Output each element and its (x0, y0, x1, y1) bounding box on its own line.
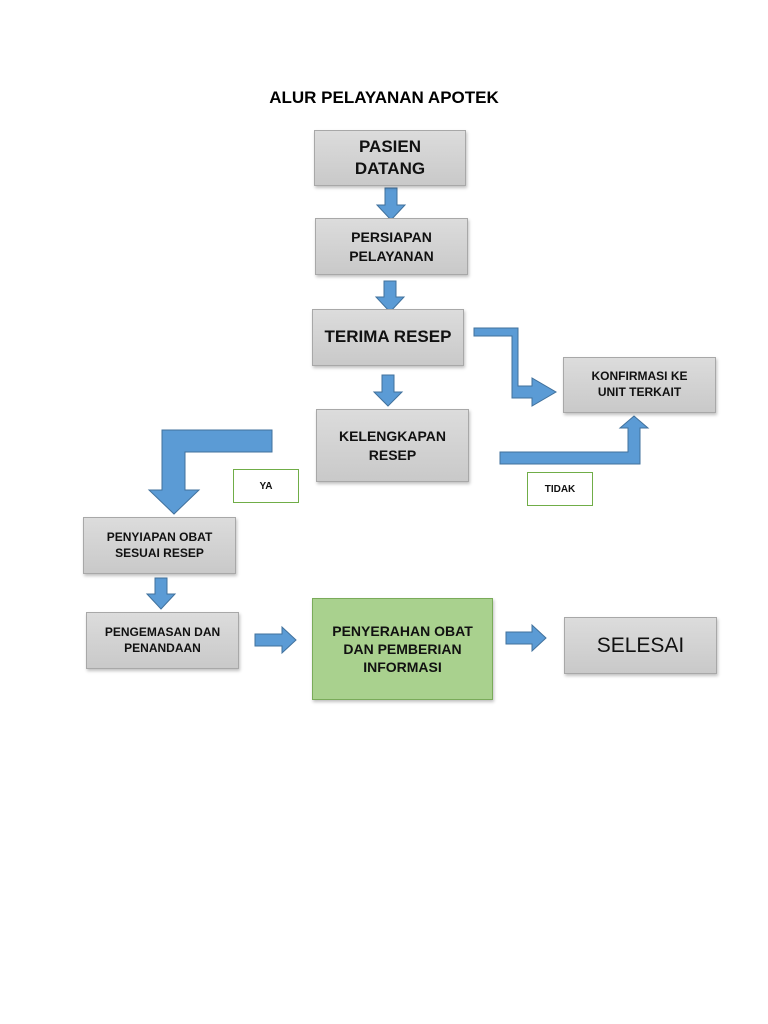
arrow-down-2 (374, 280, 406, 313)
arrow-down-3 (372, 374, 404, 407)
label-ya: YA (233, 469, 299, 503)
arrow-elbow-tidak (499, 415, 650, 465)
arrow-right-2 (505, 623, 547, 653)
node-pasien-datang: PASIEN DATANG (314, 130, 466, 186)
node-persiapan-pelayanan: PERSIAPAN PELAYANAN (315, 218, 468, 275)
arrow-elbow-ya (147, 429, 273, 515)
label-tidak: TIDAK (527, 472, 593, 506)
node-kelengkapan-resep: KELENGKAPAN RESEP (316, 409, 469, 482)
diagram-title: ALUR PELAYANAN APOTEK (269, 88, 499, 107)
node-terima-resep: TERIMA RESEP (312, 309, 464, 366)
node-penyerahan: PENYERAHAN OBAT DAN PEMBERIAN INFORMASI (312, 598, 493, 700)
arrow-down-1 (375, 187, 407, 221)
node-selesai: SELESAI (564, 617, 717, 674)
node-pengemasan: PENGEMASAN DAN PENANDAAN (86, 612, 239, 669)
node-konfirmasi: KONFIRMASI KE UNIT TERKAIT (563, 357, 716, 413)
arrow-down-4 (145, 577, 177, 610)
arrow-right-1 (254, 625, 297, 655)
arrow-elbow-terima-konfirmasi (473, 327, 557, 407)
node-penyiapan-obat: PENYIAPAN OBAT SESUAI RESEP (83, 517, 236, 574)
